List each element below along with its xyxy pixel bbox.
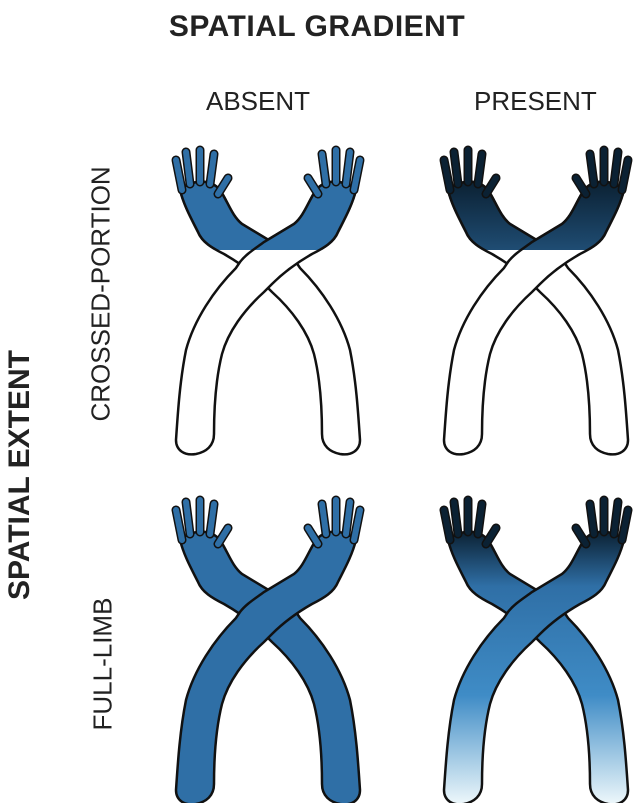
panel-crossed-absent [176,150,360,454]
panel-full-absent [176,500,360,803]
panel-crossed-present [444,150,628,454]
panel-full-present [444,500,628,803]
